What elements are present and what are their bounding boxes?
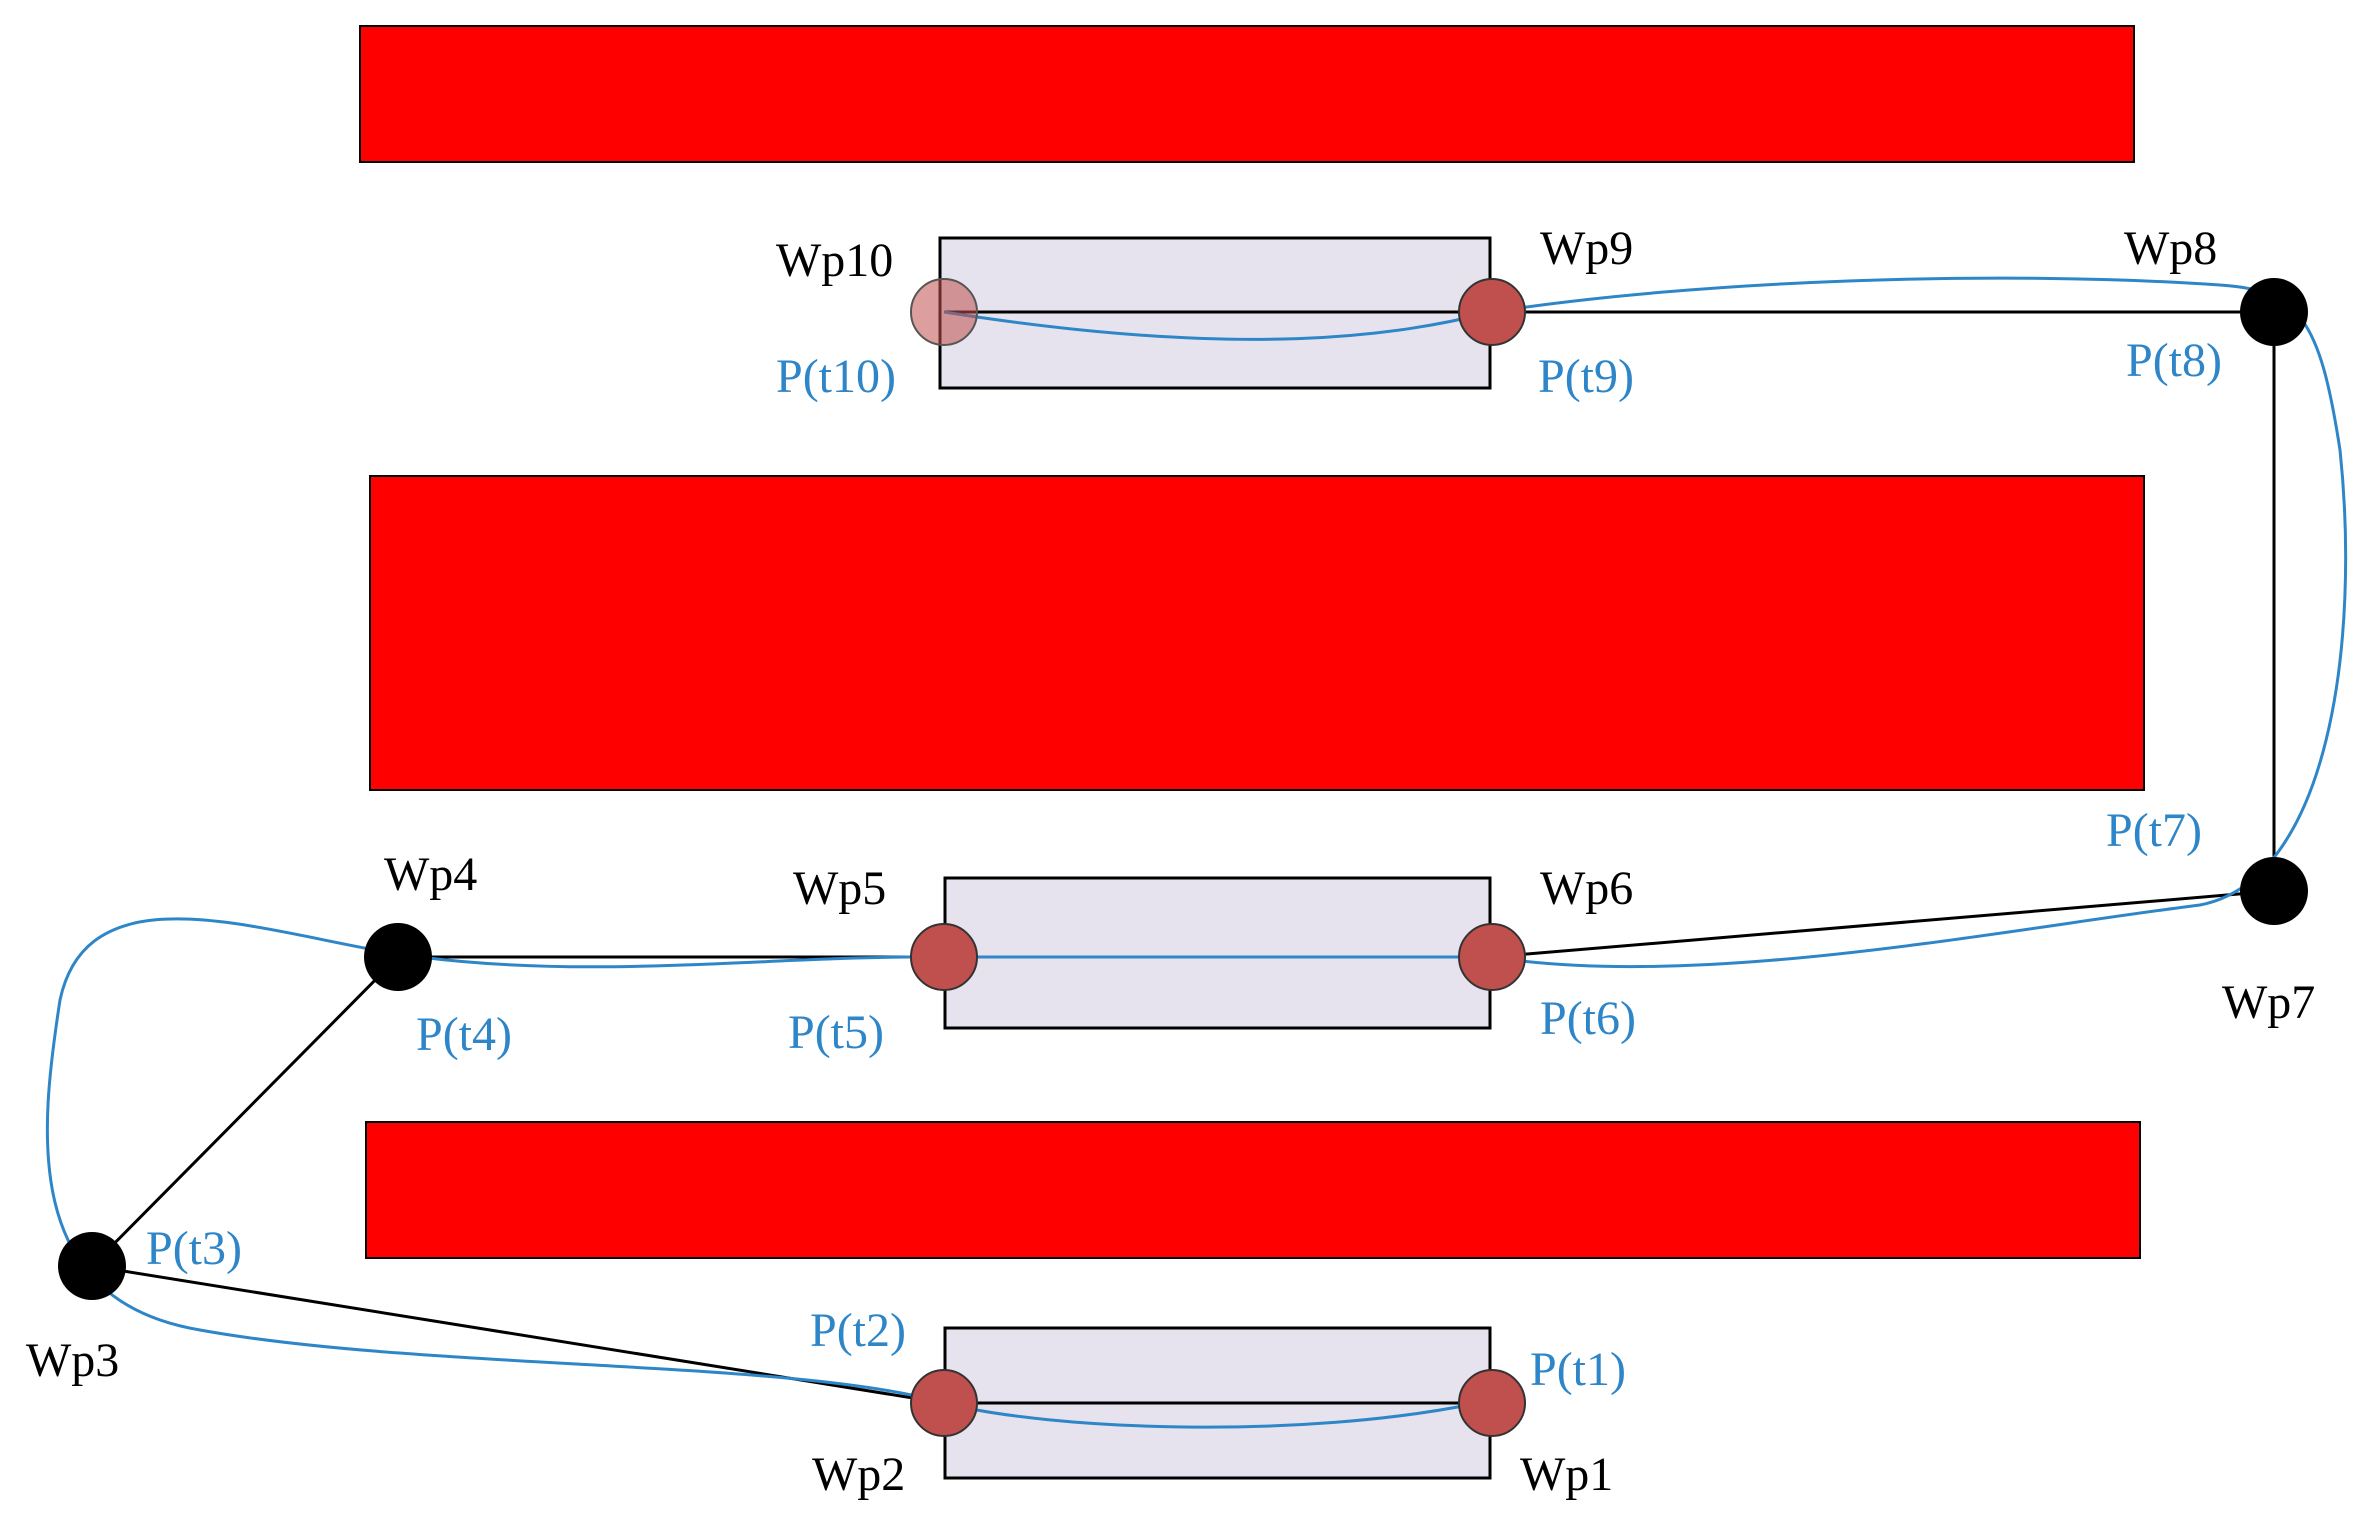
waypoint-marker-wp1 xyxy=(1458,1369,1526,1437)
label-wp3: Wp3 xyxy=(26,1334,119,1387)
waypoint-marker-wp8 xyxy=(2240,278,2308,346)
waypoint-marker-wp5 xyxy=(910,923,978,991)
label-p-t10: P(t10) xyxy=(776,350,896,403)
label-wp6: Wp6 xyxy=(1540,862,1633,915)
label-p-t9: P(t9) xyxy=(1538,350,1634,403)
waypoint-marker-wp3 xyxy=(58,1232,126,1300)
label-p-t7: P(t7) xyxy=(2106,804,2202,857)
label-p-t3: P(t3) xyxy=(146,1222,242,1275)
label-wp4: Wp4 xyxy=(384,848,477,901)
label-wp10: Wp10 xyxy=(776,234,893,287)
obstacle-middle xyxy=(369,475,2145,791)
label-p-t2: P(t2) xyxy=(810,1304,906,1357)
label-wp2: Wp2 xyxy=(812,1448,905,1501)
label-wp5: Wp5 xyxy=(793,862,886,915)
waypoint-marker-wp6 xyxy=(1458,923,1526,991)
label-p-t5: P(t5) xyxy=(788,1006,884,1059)
label-wp1: Wp1 xyxy=(1520,1448,1613,1501)
waypoint-marker-wp2 xyxy=(910,1369,978,1437)
label-p-t6: P(t6) xyxy=(1540,992,1636,1045)
waypoint-marker-wp4 xyxy=(364,923,432,991)
obstacle-top xyxy=(359,25,2135,163)
label-wp9: Wp9 xyxy=(1540,222,1633,275)
waypoint-marker-wp9 xyxy=(1458,278,1526,346)
label-p-t8: P(t8) xyxy=(2126,334,2222,387)
label-wp7: Wp7 xyxy=(2222,976,2315,1029)
label-p-t1: P(t1) xyxy=(1530,1343,1626,1396)
station-middle xyxy=(943,876,1492,1030)
waypoint-marker-wp10 xyxy=(910,278,978,346)
obstacle-bottom xyxy=(365,1121,2141,1259)
waypoint-marker-wp7 xyxy=(2240,857,2308,925)
label-wp8: Wp8 xyxy=(2124,222,2217,275)
label-p-t4: P(t4) xyxy=(416,1008,512,1061)
